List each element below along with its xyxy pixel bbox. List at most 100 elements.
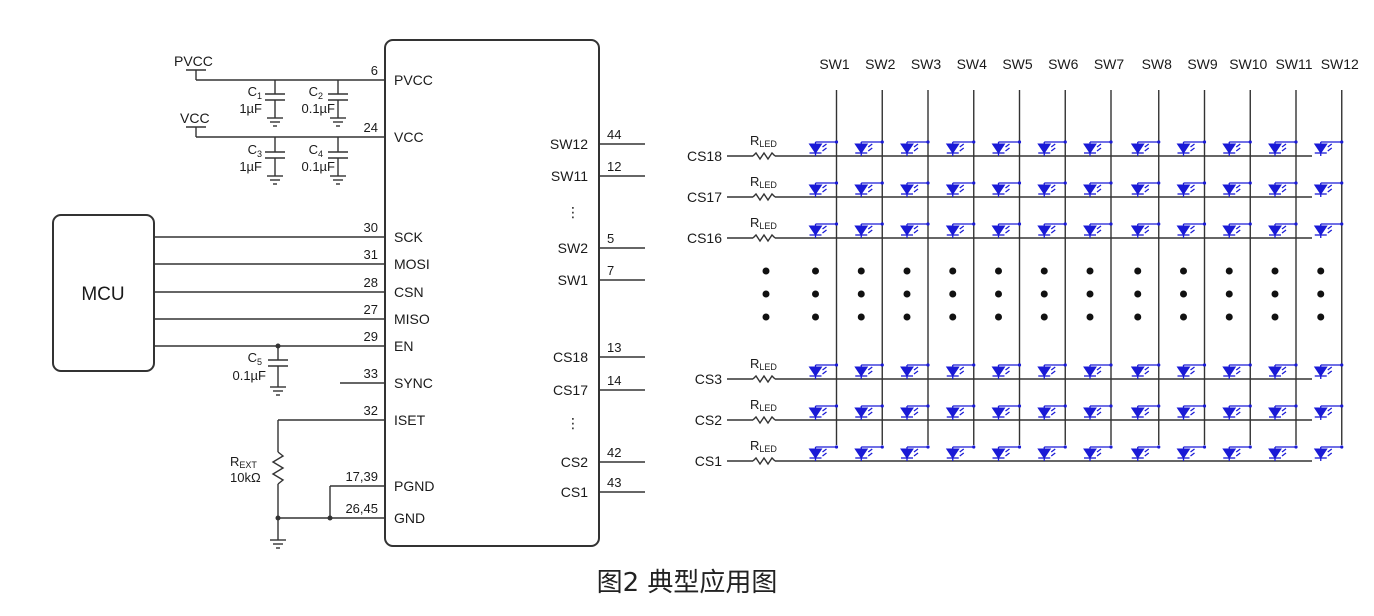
continuation-dot	[762, 313, 770, 321]
continuation-dot	[1180, 313, 1187, 321]
led	[1083, 404, 1113, 420]
led	[1083, 181, 1113, 197]
pin-name: SCK	[394, 229, 423, 245]
continuation-dot	[1317, 290, 1325, 298]
mcu-bus-wiring	[154, 236, 385, 387]
pin-number: 7	[607, 263, 614, 278]
supply-labels: PVCC VCC	[174, 53, 213, 126]
led	[1222, 445, 1252, 461]
continuation-dot	[1134, 267, 1142, 275]
led	[1130, 140, 1161, 156]
sw-label: SW2	[865, 56, 896, 72]
pin-name: CS18	[553, 349, 588, 365]
led	[808, 404, 839, 420]
continuation-dot	[1086, 313, 1094, 321]
led	[808, 445, 839, 461]
led	[1222, 181, 1252, 197]
led	[900, 404, 930, 420]
led	[991, 363, 1022, 379]
led	[1176, 181, 1207, 197]
sw-label: SW10	[1229, 56, 1267, 72]
led	[854, 404, 884, 420]
led	[1130, 222, 1161, 238]
rled-label: RLED	[750, 356, 777, 372]
led	[808, 222, 839, 238]
ic-right-pins: 44SW1212SW115SW27SW113CS1814CS1742CS243C…	[550, 127, 645, 500]
continuation-dot	[1271, 267, 1279, 275]
continuation-dot	[1040, 290, 1048, 298]
led	[1313, 140, 1344, 156]
continuation-dot	[1134, 290, 1142, 298]
pin-name: MISO	[394, 311, 430, 327]
ground-symbols	[267, 117, 346, 549]
continuation-dot	[903, 290, 911, 298]
rled-resistor	[752, 233, 776, 243]
vcc-supply-label: VCC	[180, 110, 210, 126]
pin-number: 32	[364, 403, 378, 418]
led	[1083, 140, 1113, 156]
led	[900, 140, 930, 156]
sw-label: SW6	[1048, 56, 1079, 72]
pin-name: GND	[394, 510, 425, 526]
led	[1313, 222, 1344, 238]
c3-label: C3	[248, 142, 262, 159]
led	[1037, 222, 1067, 238]
pin-number: 24	[364, 120, 378, 135]
continuation-dot	[857, 267, 865, 275]
continuation-dot	[1317, 267, 1325, 275]
c3-value: 1µF	[239, 159, 262, 174]
led	[1037, 445, 1067, 461]
led	[1176, 363, 1207, 379]
led	[991, 181, 1022, 197]
mcu-block: MCU	[52, 214, 155, 372]
capacitor-labels: C1 1µF C2 0.1µF C3 1µF C4 0.1µF C5 0.1µF	[232, 84, 335, 383]
led	[945, 222, 976, 238]
rled-label: RLED	[750, 174, 777, 190]
sw-label: SW12	[1321, 56, 1359, 72]
led	[1268, 445, 1298, 461]
pin-name: CSN	[394, 284, 424, 300]
continuation-dot	[903, 313, 911, 321]
led	[1176, 445, 1207, 461]
pin-number: 17,39	[345, 469, 378, 484]
pin-name: CS2	[561, 454, 588, 470]
ic-body	[384, 39, 600, 547]
cs-label: CS16	[687, 230, 722, 246]
c4-label: C4	[309, 142, 323, 159]
led	[1083, 363, 1113, 379]
pin-name: SW1	[558, 272, 589, 288]
continuation-dot	[1086, 290, 1094, 298]
c1-value: 1µF	[239, 101, 262, 116]
sw-label: SW11	[1275, 56, 1312, 72]
led	[1037, 140, 1067, 156]
pin-name: SYNC	[394, 375, 433, 391]
continuation-dot	[857, 290, 865, 298]
continuation-dot	[1040, 267, 1048, 275]
pin-name: SW2	[558, 240, 589, 256]
continuation-dot	[1271, 290, 1279, 298]
pin-name: PGND	[394, 478, 434, 494]
continuation-dot	[812, 313, 819, 321]
led	[808, 181, 839, 197]
led	[1268, 181, 1298, 197]
cs-label: CS18	[687, 148, 722, 164]
continuation-dot	[762, 290, 770, 298]
continuation-dot	[995, 313, 1002, 321]
ic-left-pins: 6PVCC24VCC30SCK31MOSI28CSN27MISO29EN33SY…	[345, 63, 434, 526]
pin-number: 33	[364, 366, 378, 381]
led	[1037, 363, 1067, 379]
pin-number: 44	[607, 127, 621, 142]
continuation-dot	[812, 267, 819, 275]
supply-wiring	[186, 69, 385, 176]
led	[1222, 404, 1252, 420]
